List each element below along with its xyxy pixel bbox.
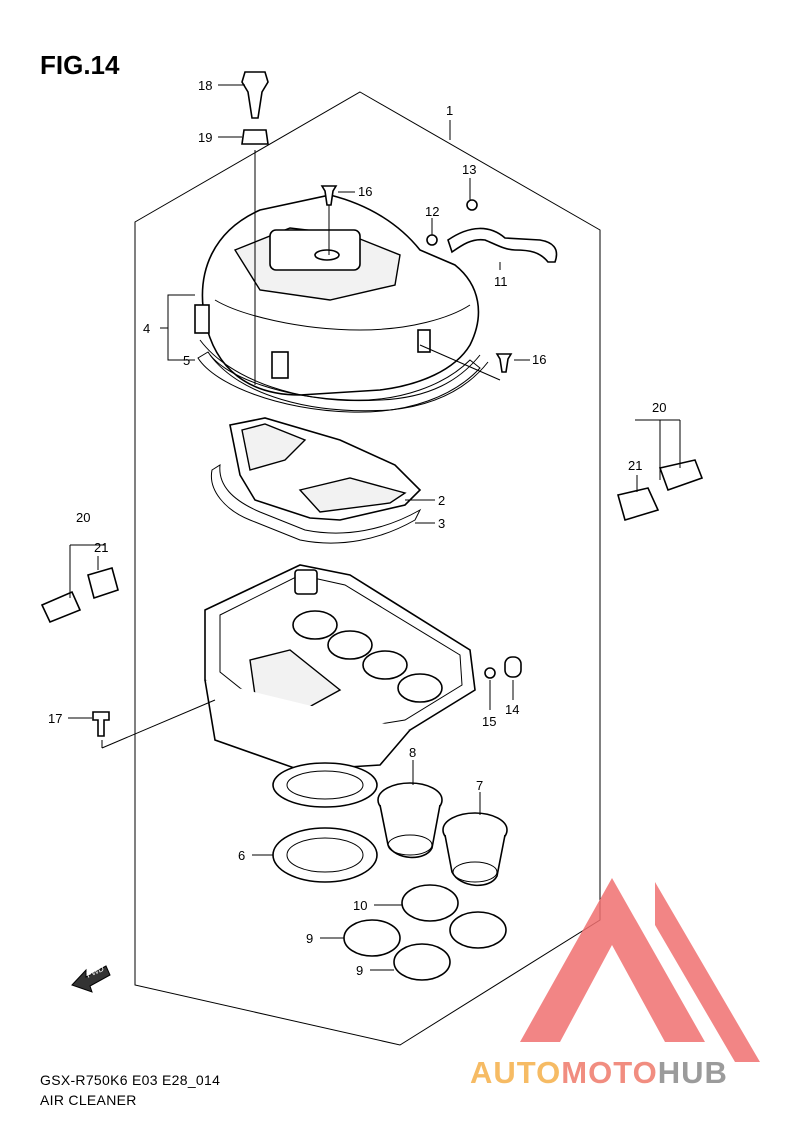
clamp-10-left <box>401 884 459 922</box>
watermark-hub: HUB <box>658 1055 728 1090</box>
bolt-17 <box>92 711 110 737</box>
callout-17: 17 <box>48 711 62 726</box>
leader-lines <box>68 84 681 971</box>
intake-funnel-7 <box>442 812 508 887</box>
callout-10: 10 <box>353 898 367 913</box>
callout-20-right: 20 <box>652 400 666 415</box>
screw-16-side <box>495 353 513 373</box>
air-filter-element <box>229 417 422 521</box>
connector-20-left <box>40 590 82 624</box>
callout-8: 8 <box>409 745 416 760</box>
connector-20-right <box>658 459 704 492</box>
watermark-triangle-icon <box>520 878 760 1062</box>
callout-13: 13 <box>462 162 476 177</box>
cover-21-right <box>617 487 660 522</box>
watermark-moto: MOTO <box>561 1055 657 1090</box>
svg-text:AUTOMOTOHUB: AUTOMOTOHUB <box>470 1055 728 1090</box>
callout-21-left: 21 <box>94 540 108 555</box>
clamp-10-right <box>449 911 507 949</box>
callout-12: 12 <box>425 204 439 219</box>
assembly-outline <box>134 91 601 1046</box>
hose-clamp-13 <box>466 199 478 211</box>
intake-funnel-8 <box>377 782 443 859</box>
callout-labels: 1 2 3 4 5 6 7 8 9 9 10 11 12 13 14 15 16… <box>48 78 666 978</box>
cover-21-left <box>87 567 119 600</box>
drain-clamp <box>484 667 496 679</box>
callout-7: 7 <box>476 778 483 793</box>
callout-3: 3 <box>438 516 445 531</box>
callout-16-side: 16 <box>532 352 546 367</box>
screw-16-top <box>320 185 338 206</box>
clamp-9-lower <box>393 943 451 981</box>
clamp-9-upper <box>343 919 401 957</box>
assembly-name: AIR CLEANER <box>40 1092 137 1108</box>
callout-15: 15 <box>482 714 496 729</box>
callout-2: 2 <box>438 493 445 508</box>
callout-16-top: 16 <box>358 184 372 199</box>
sensor-18 <box>241 71 269 119</box>
breather-hose <box>447 227 558 263</box>
forward-direction-arrow: FWD <box>71 964 111 993</box>
watermark-logo: AUTOMOTOHUB <box>470 878 760 1090</box>
model-code: GSX-R750K6 E03 E28_014 <box>40 1072 221 1088</box>
drain-cap <box>504 656 522 678</box>
callout-1: 1 <box>446 103 453 118</box>
cap-gasket <box>197 351 481 413</box>
duct-seal-upper <box>272 762 378 808</box>
callout-19: 19 <box>198 130 212 145</box>
callout-14: 14 <box>505 702 519 717</box>
callout-9-lower: 9 <box>356 963 363 978</box>
callout-6: 6 <box>238 848 245 863</box>
callout-20-left: 20 <box>76 510 90 525</box>
callout-21-right: 21 <box>628 458 642 473</box>
grommet-19 <box>241 129 269 145</box>
callout-11: 11 <box>494 274 508 289</box>
hose-clamp-12 <box>426 234 438 246</box>
callout-4: 4 <box>143 321 150 336</box>
watermark-auto: AUTO <box>470 1055 561 1090</box>
element-seal <box>210 464 422 544</box>
air-cleaner-cap <box>194 194 489 412</box>
callout-18: 18 <box>198 78 212 93</box>
duct-seal <box>272 827 378 883</box>
figure-title: FIG.14 <box>40 50 120 80</box>
callout-5: 5 <box>183 353 190 368</box>
callout-9-upper: 9 <box>306 931 313 946</box>
air-cleaner-case <box>204 564 476 771</box>
